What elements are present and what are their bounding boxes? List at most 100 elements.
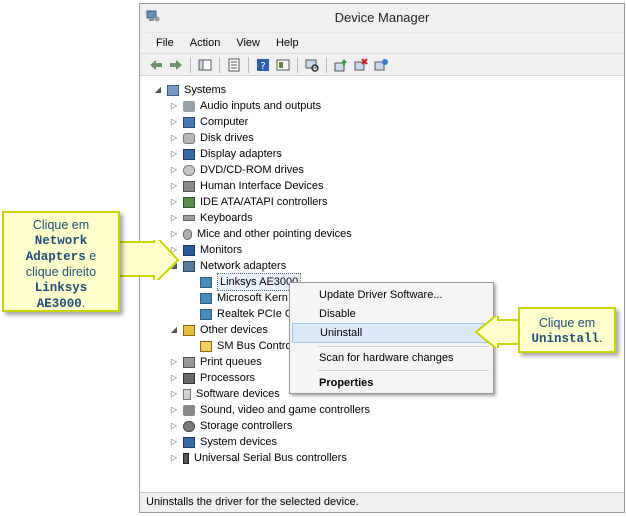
callout-left-line: clique direito xyxy=(25,265,97,279)
callout-left-bold: Network xyxy=(34,234,88,248)
back-icon[interactable] xyxy=(148,57,164,73)
warning-device-icon xyxy=(200,340,212,352)
show-hide-tree-icon[interactable] xyxy=(197,57,213,73)
tree-item-mice[interactable]: ▷ Mice and other pointing devices xyxy=(170,226,352,242)
uninstall-device-icon[interactable] xyxy=(353,57,369,73)
tree-item-label: System devices xyxy=(200,436,278,448)
collapsed-arrow-icon[interactable]: ▷ xyxy=(170,213,178,222)
menu-scan-hardware[interactable]: Scan for hardware changes xyxy=(319,352,454,364)
callout-left-arrow xyxy=(118,240,180,280)
collapsed-arrow-icon[interactable]: ▷ xyxy=(170,229,178,238)
collapsed-arrow-icon[interactable]: ▷ xyxy=(170,197,178,206)
collapsed-arrow-icon[interactable]: ▷ xyxy=(170,245,178,254)
collapsed-arrow-icon[interactable]: ▷ xyxy=(170,181,178,190)
menu-file[interactable]: File xyxy=(156,37,174,49)
scan-hardware-icon[interactable] xyxy=(304,57,320,73)
tree-item-sm-bus[interactable]: SM Bus Contro xyxy=(200,338,292,354)
callout-left: Clique em Network Adapters e clique dire… xyxy=(2,211,120,312)
tree-item-label: Mice and other pointing devices xyxy=(197,228,352,240)
expanded-arrow-icon[interactable]: ◢ xyxy=(170,325,178,334)
collapsed-arrow-icon[interactable]: ▷ xyxy=(170,357,178,366)
tree-item-dvd[interactable]: ▷ DVD/CD-ROM drives xyxy=(170,162,304,178)
tree-item-sound[interactable]: ▷ Sound, video and game controllers xyxy=(170,402,370,418)
tree-item-network[interactable]: ◢ Network adapters xyxy=(170,258,286,274)
disk-drive-icon xyxy=(183,132,195,144)
status-bar: Uninstalls the driver for the selected d… xyxy=(140,492,624,512)
network-card-icon xyxy=(200,292,212,304)
collapsed-arrow-icon[interactable]: ▷ xyxy=(170,421,178,430)
expanded-arrow-icon[interactable]: ◢ xyxy=(154,85,162,94)
tree-item-realtek[interactable]: Realtek PCIe GB xyxy=(200,306,301,322)
tree-root-label: Systems xyxy=(184,84,227,96)
menu-view[interactable]: View xyxy=(236,37,260,49)
network-card-icon xyxy=(200,308,212,320)
callout-left-bold: Linksys xyxy=(34,281,88,295)
tree-item-label: Sound, video and game controllers xyxy=(200,404,370,416)
network-card-icon xyxy=(200,276,212,288)
tree-item-display[interactable]: ▷ Display adapters xyxy=(170,146,282,162)
collapsed-arrow-icon[interactable]: ▷ xyxy=(170,389,178,398)
tree-root[interactable]: ◢ Systems xyxy=(154,82,226,98)
callout-right-bold: Uninstall xyxy=(531,332,600,346)
menu-disable[interactable]: Disable xyxy=(319,308,356,320)
tree-item-label: Monitors xyxy=(200,244,243,256)
expanded-arrow-icon[interactable]: ◢ xyxy=(170,261,178,270)
tree-item-label: Software devices xyxy=(196,388,280,400)
properties-icon[interactable] xyxy=(226,57,242,73)
callout-left-bold: Adapters xyxy=(25,250,86,264)
tree-item-system[interactable]: ▷ System devices xyxy=(170,434,277,450)
collapsed-arrow-icon[interactable]: ▷ xyxy=(170,405,178,414)
collapsed-arrow-icon[interactable]: ▷ xyxy=(170,117,178,126)
collapsed-arrow-icon[interactable]: ▷ xyxy=(170,101,178,110)
collapsed-arrow-icon[interactable]: ▷ xyxy=(170,165,178,174)
tree-item-microsoft-kernel[interactable]: Microsoft Kern xyxy=(200,290,288,306)
tree-item-label: Computer xyxy=(200,116,249,128)
view-icon[interactable] xyxy=(275,57,291,73)
tree-item-disk[interactable]: ▷ Disk drives xyxy=(170,130,254,146)
collapsed-arrow-icon[interactable]: ▷ xyxy=(170,453,178,462)
collapsed-arrow-icon[interactable]: ▷ xyxy=(170,373,178,382)
collapsed-arrow-icon[interactable]: ▷ xyxy=(170,133,178,142)
toolbar-separator xyxy=(219,57,220,73)
enable-device-icon[interactable] xyxy=(373,57,389,73)
system-device-icon xyxy=(183,436,195,448)
help-icon[interactable]: ? xyxy=(255,57,271,73)
tree-item-monitors[interactable]: ▷ Monitors xyxy=(170,242,242,258)
tree-item-label: Disk drives xyxy=(200,132,254,144)
tree-item-label: SM Bus Contro xyxy=(217,340,292,352)
tree-item-print[interactable]: ▷ Print queues xyxy=(170,354,262,370)
toolbar-separator xyxy=(297,57,298,73)
speaker-icon xyxy=(183,100,195,112)
network-adapter-icon xyxy=(183,260,195,272)
callout-left-bold: AE3000 xyxy=(36,297,82,311)
tree-item-label: IDE ATA/ATAPI controllers xyxy=(200,196,328,208)
menu-uninstall[interactable]: Uninstall xyxy=(292,323,491,343)
menu-update-driver[interactable]: Update Driver Software... xyxy=(319,289,443,301)
update-driver-icon[interactable] xyxy=(333,57,349,73)
collapsed-arrow-icon[interactable]: ▷ xyxy=(170,437,178,446)
menu-properties[interactable]: Properties xyxy=(319,377,374,389)
collapsed-arrow-icon[interactable]: ▷ xyxy=(170,149,178,158)
tree-item-other[interactable]: ◢ Other devices xyxy=(170,322,268,338)
tree-item-keyboards[interactable]: ▷ Keyboards xyxy=(170,210,253,226)
tree-item-audio[interactable]: ▷ Audio inputs and outputs xyxy=(170,98,321,114)
tree-item-usb[interactable]: ▷ Universal Serial Bus controllers xyxy=(170,450,347,466)
tree-item-processors[interactable]: ▷ Processors xyxy=(170,370,255,386)
tree-item-hid[interactable]: ▷ Human Interface Devices xyxy=(170,178,324,194)
tree-item-label: Linksys AE3000 xyxy=(217,273,302,291)
tree-item-storage[interactable]: ▷ Storage controllers xyxy=(170,418,292,434)
tree-item-linksys-ae3000[interactable]: Linksys AE3000 xyxy=(200,273,302,291)
window-title: Device Manager xyxy=(334,10,430,25)
toolbar: ? xyxy=(140,53,624,77)
usb-icon xyxy=(183,452,189,464)
tree-item-software[interactable]: ▷ Software devices xyxy=(170,386,280,402)
svg-text:?: ? xyxy=(260,61,265,72)
tree-item-computer[interactable]: ▷ Computer xyxy=(170,114,248,130)
speaker-icon xyxy=(183,404,195,416)
mouse-icon xyxy=(183,228,192,240)
menu-action[interactable]: Action xyxy=(189,37,221,49)
tree-item-ide[interactable]: ▷ IDE ATA/ATAPI controllers xyxy=(170,194,328,210)
unknown-device-icon xyxy=(183,324,195,336)
menu-help[interactable]: Help xyxy=(275,37,299,49)
forward-icon[interactable] xyxy=(168,57,184,73)
